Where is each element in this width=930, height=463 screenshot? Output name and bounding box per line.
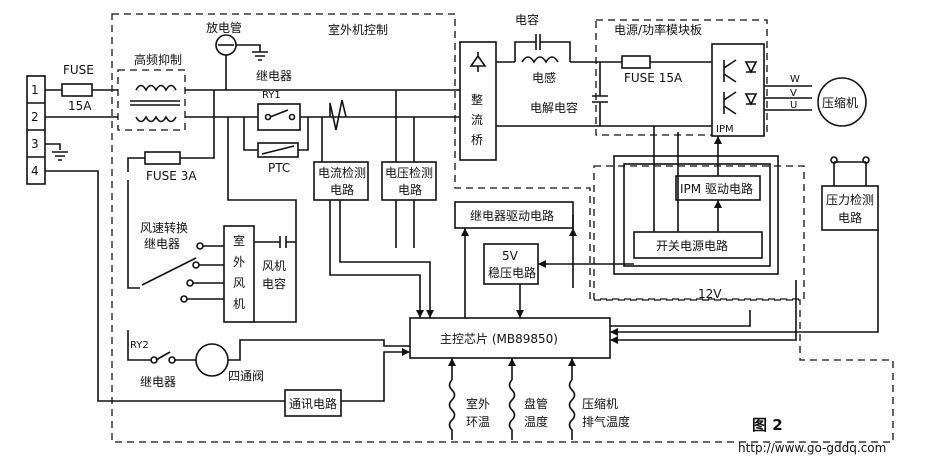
- ipm-module: [711, 43, 765, 137]
- emi-filter: [117, 69, 186, 131]
- pressure-detect-label-1: 压力检测: [826, 192, 874, 207]
- rectifier-label-3: 桥: [471, 133, 483, 147]
- sensor-discharge-temp: [568, 358, 576, 440]
- sensor-coil-temp: [508, 358, 516, 440]
- fuse-input-rating: 15A: [68, 99, 92, 113]
- voltage-detect-label-1: 电压检测: [385, 165, 433, 180]
- switch-power-boundary: [593, 165, 805, 300]
- fan-relay-label-1: 风速转换: [140, 220, 188, 235]
- phase-u: U: [790, 100, 797, 111]
- ptc-label: PTC: [268, 161, 290, 175]
- rectifier-label-2: 流: [471, 113, 483, 127]
- discharge-tube: [215, 34, 268, 90]
- rectifier-label-1: 整: [471, 92, 483, 107]
- comm-label: 通讯电路: [289, 396, 337, 411]
- relay-ry1: [257, 103, 301, 131]
- outdoor-fan-label-4: 机: [233, 297, 245, 311]
- four-way-valve: [195, 343, 229, 377]
- sensor-coil-label-2: 温度: [524, 414, 548, 429]
- ipm-drive-label: IPM 驱动电路: [680, 181, 753, 196]
- sensor-outdoor-label-1: 室外: [466, 396, 490, 411]
- relay-drive-label: 继电器驱动电路: [470, 208, 554, 223]
- outdoor-fan-label-3: 风: [233, 276, 245, 290]
- outdoor-fan-box: [223, 225, 255, 323]
- current-transformer: [329, 99, 347, 131]
- terminal-3: 3: [31, 137, 39, 151]
- fuse-15a: [621, 55, 651, 69]
- terminal-4: 4: [31, 164, 39, 178]
- compressor-label: 压缩机: [822, 95, 858, 110]
- inductor: [521, 56, 559, 64]
- current-detect-label-2: 电路: [330, 182, 354, 197]
- pressure-detect-box: [821, 185, 879, 231]
- electrolytic-capacitor: [592, 62, 608, 126]
- terminal-1: 1: [31, 83, 39, 97]
- sensor-outdoor-label-2: 环温: [466, 415, 490, 429]
- rectifier-bridge: [459, 41, 497, 161]
- voltage-detect-label-2: 电路: [398, 182, 422, 197]
- sensor-outdoor-temp: [448, 358, 456, 440]
- electrolytic-label: 电解电容: [530, 100, 578, 115]
- fuse-15a-label: FUSE 15A: [624, 71, 683, 85]
- switch-power-label: 开关电源电路: [656, 238, 728, 253]
- mcu-box: [409, 317, 611, 359]
- outdoor-fan-label-1: 室: [233, 233, 245, 248]
- current-detect-box: [313, 161, 369, 201]
- figure-label: 图 2: [752, 416, 783, 434]
- fan-relay-label-2: 继电器: [144, 237, 180, 251]
- outdoor-fan-label-2: 外: [233, 255, 245, 269]
- regulator-label-1: 5V: [502, 249, 519, 263]
- fuse-3a: [144, 151, 181, 165]
- outdoor-control-label: 室外机控制: [328, 22, 388, 37]
- ry2-label: RY2: [130, 340, 149, 351]
- sensor-coil-label-1: 盘管: [524, 396, 548, 411]
- terminal-block: 1 2 3 4: [26, 75, 46, 185]
- discharge-tube-label: 放电管: [206, 20, 242, 35]
- sensor-discharge-label-1: 压缩机: [582, 396, 618, 411]
- outdoor-control-boundary: [111, 13, 894, 443]
- fan-capacitor-label-2: 电容: [262, 276, 286, 291]
- compressor: [817, 77, 867, 127]
- relay-label: 继电器: [256, 69, 292, 83]
- regulator-label-2: 稳压电路: [488, 265, 536, 280]
- four-way-label: 四通阀: [228, 369, 264, 383]
- phase-v: V: [790, 88, 797, 99]
- comm-box: [284, 389, 342, 417]
- capacitor-label: 电容: [515, 12, 539, 27]
- regulator-box: [483, 243, 539, 285]
- pressure-detect-label-2: 电路: [838, 210, 862, 225]
- fan-capacitor-label-1: 风机: [262, 259, 286, 273]
- mcu-label: 主控芯片 (MB89850): [440, 332, 558, 346]
- power-module-boundary: [595, 19, 768, 136]
- fuse-input: [61, 83, 93, 97]
- emi-filter-label: 高频抑制: [134, 52, 182, 67]
- ipm-label: IPM: [716, 124, 734, 135]
- source-url: http://www.go-gddq.com: [738, 441, 886, 455]
- fuse-input-label: FUSE: [63, 63, 94, 77]
- current-detect-label-1: 电流检测: [318, 165, 366, 180]
- fan-relay: [127, 180, 224, 303]
- ry1-label: RY1: [262, 90, 281, 101]
- fuse-3a-label: FUSE 3A: [146, 169, 197, 183]
- v12-label: 12V: [698, 287, 722, 301]
- power-module-label: 电源/功率模块板: [614, 22, 702, 37]
- switch-power-box: [633, 231, 763, 259]
- phase-w: W: [790, 74, 800, 85]
- terminal-2: 2: [31, 110, 39, 124]
- relay2-label: 继电器: [140, 375, 176, 389]
- relay-drive-box: [454, 201, 574, 229]
- sensor-discharge-label-2: 排气温度: [582, 414, 630, 429]
- voltage-detect-box: [381, 161, 437, 201]
- inductor-label: 电感: [532, 70, 556, 85]
